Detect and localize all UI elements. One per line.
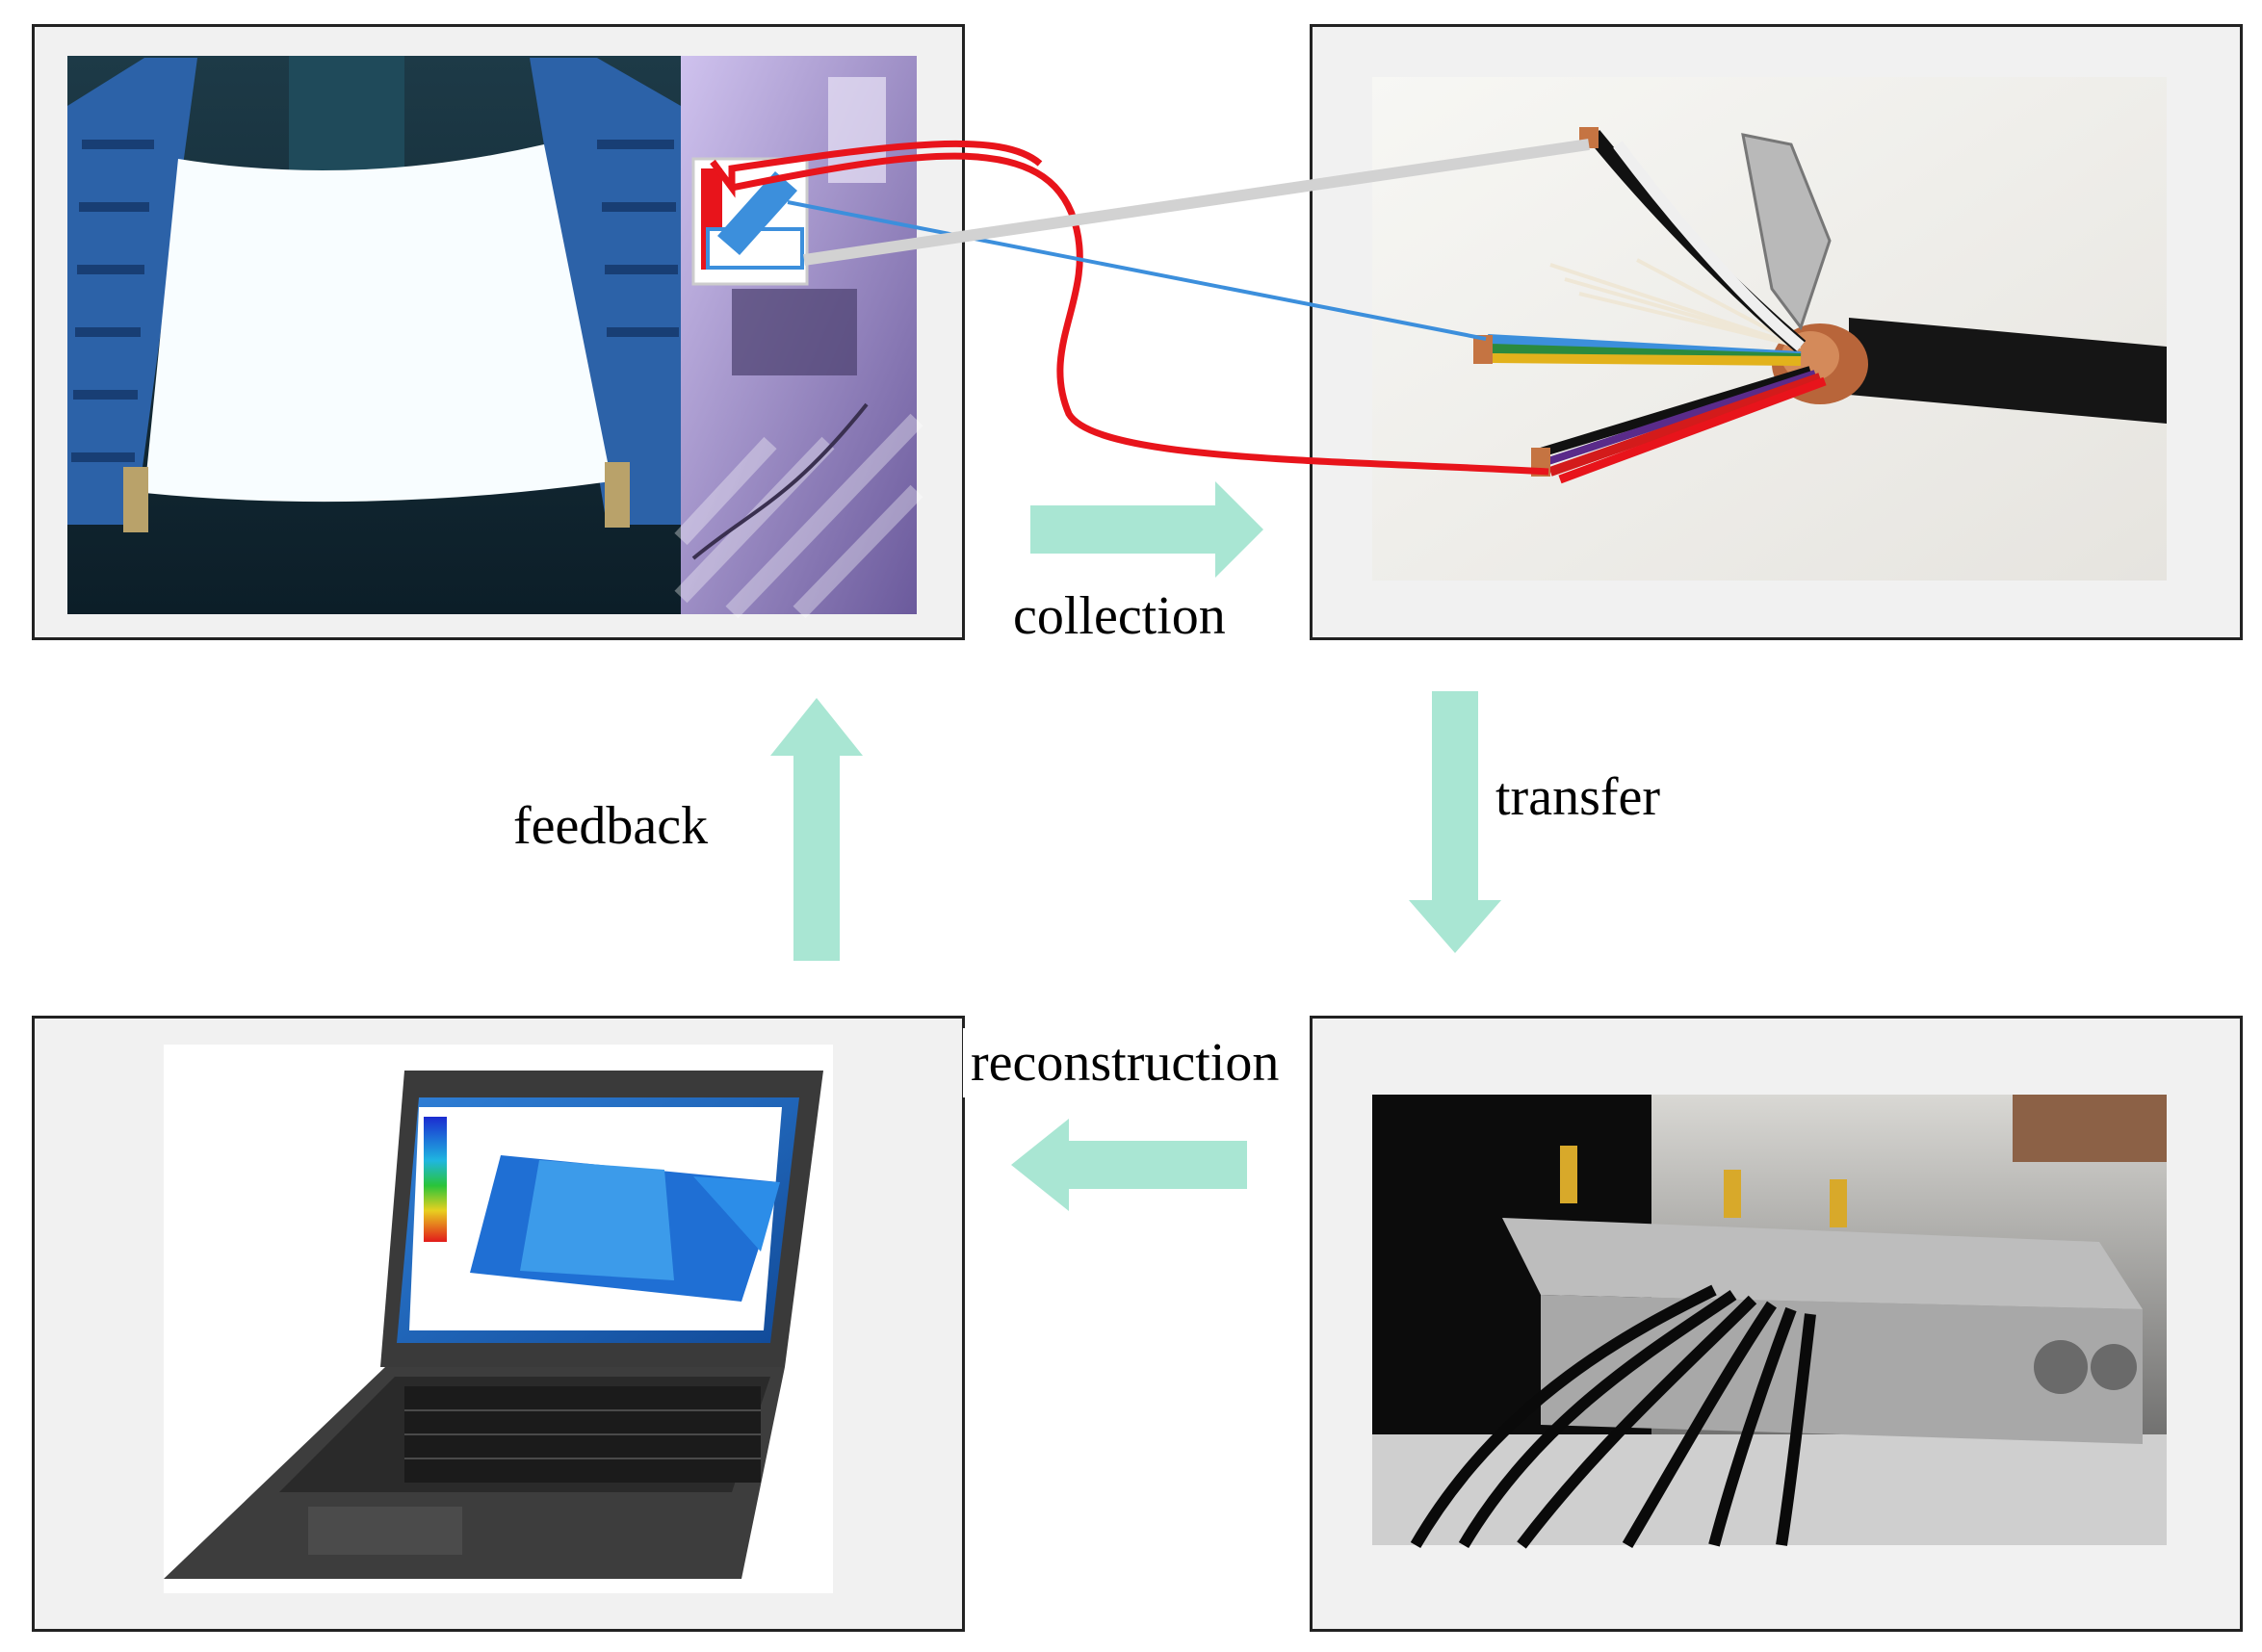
label-collection: collection [1013,586,1226,646]
purple-inset-photo [674,56,923,619]
arrow-transfer [1409,691,1501,953]
arrow-reconstruction [1011,1119,1247,1211]
connection-wires [710,139,1590,476]
laptop-photo [164,1045,833,1593]
mine-support-photo [67,56,681,614]
label-feedback: feedback [513,796,709,856]
arrow-collection [1030,481,1263,578]
cable-photo [1372,77,2167,581]
label-transfer: transfer [1495,767,1661,827]
arrow-feedback [770,698,863,961]
label-reconstruction: reconstruction [963,1028,1287,1097]
acquisition-device-photo [1372,1095,2167,1549]
